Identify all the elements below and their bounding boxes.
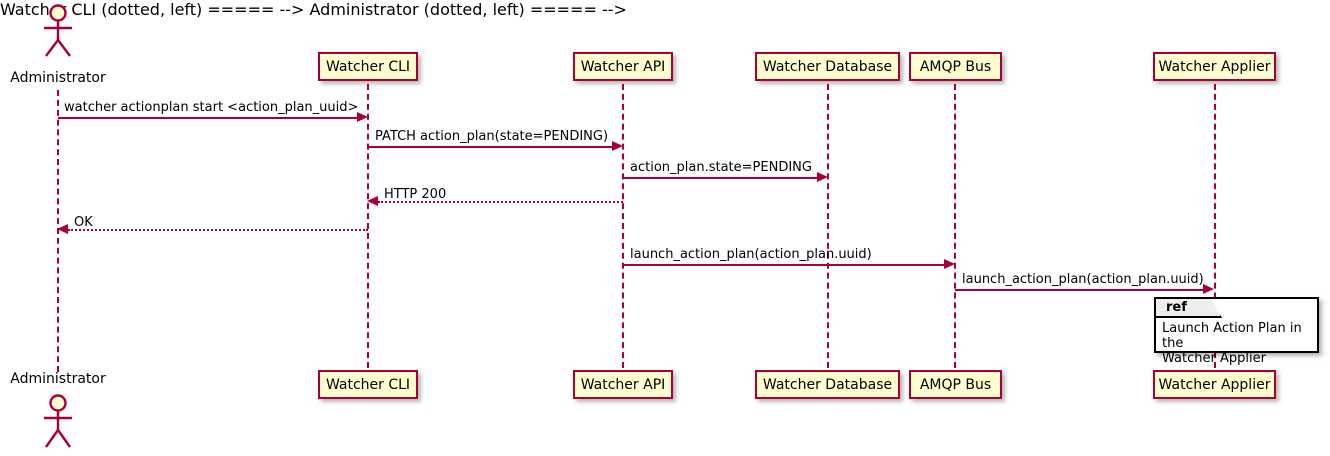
participant-box-watcher-applier-top[interactable]: Watcher Applier xyxy=(1153,52,1276,81)
message-label-1: watcher actionplan start <action_plan_uu… xyxy=(64,100,359,115)
message-label-6: launch_action_plan(action_plan.uuid) xyxy=(630,247,872,262)
lifeline-watcher-cli xyxy=(367,84,369,368)
message-line-2 xyxy=(368,146,613,148)
participant-label-watcher-database-top: Watcher Database xyxy=(762,58,893,75)
message-label-3: action_plan.state=PENDING xyxy=(630,160,812,175)
ref-fragment-text-line-2: Watcher Applier xyxy=(1162,351,1266,366)
participant-label-watcher-cli-top: Watcher CLI xyxy=(325,58,411,75)
message-arrowhead-1 xyxy=(357,112,368,122)
message-line-1 xyxy=(58,117,358,119)
ref-fragment-box[interactable]: ref Launch Action Plan in the Watcher Ap… xyxy=(1154,297,1319,366)
message-label-5: OK xyxy=(74,215,93,230)
message-arrowhead-2 xyxy=(612,141,623,151)
message-arrowhead-3 xyxy=(817,172,828,182)
participant-label-watcher-applier-top: Watcher Applier xyxy=(1158,58,1271,75)
participant-label-amqp-bus-top: AMQP Bus xyxy=(919,58,992,75)
ref-fragment-text-line-1: Launch Action Plan in the xyxy=(1162,321,1302,351)
message-label-4: HTTP 200 xyxy=(384,187,447,202)
actor-stick-figure-icon xyxy=(44,4,72,57)
participant-box-watcher-database-top[interactable]: Watcher Database xyxy=(755,52,900,81)
actor-stick-figure-icon xyxy=(44,394,72,448)
actor-administrator-top xyxy=(34,4,82,58)
participant-box-watcher-api-bottom[interactable]: Watcher API xyxy=(573,370,673,399)
ref-fragment-tab: ref xyxy=(1156,299,1222,318)
participant-label-watcher-applier-bottom: Watcher Applier xyxy=(1158,376,1271,393)
participant-box-amqp-bus-bottom[interactable]: AMQP Bus xyxy=(909,370,1002,399)
actor-administrator-bottom xyxy=(34,394,82,450)
message-arrowhead-6 xyxy=(944,259,955,269)
message-arrowhead-5 xyxy=(57,224,68,234)
participant-label-watcher-cli-bottom: Watcher CLI xyxy=(325,376,411,393)
participant-label-watcher-database-bottom: Watcher Database xyxy=(762,376,893,393)
message-line-5 xyxy=(68,229,368,231)
participant-box-watcher-api-top[interactable]: Watcher API xyxy=(573,52,673,81)
message-arrowhead-4 xyxy=(367,196,378,206)
ref-fragment-text: Launch Action Plan in the Watcher Applie… xyxy=(1162,321,1313,366)
message-arrowhead-7 xyxy=(1203,284,1214,294)
message-label-7: launch_action_plan(action_plan.uuid) xyxy=(962,272,1204,287)
ref-fragment-tab-label: ref xyxy=(1166,300,1187,315)
lifeline-amqp-bus xyxy=(954,84,956,368)
message-label-2: PATCH action_plan(state=PENDING) xyxy=(375,129,609,144)
participant-label-amqp-bus-bottom: AMQP Bus xyxy=(919,376,992,393)
participant-label-watcher-api-bottom: Watcher API xyxy=(580,376,666,393)
message-line-6 xyxy=(623,264,945,266)
actor-label-administrator-bottom: Administrator xyxy=(10,371,106,387)
participant-box-watcher-database-bottom[interactable]: Watcher Database xyxy=(755,370,900,399)
participant-box-amqp-bus-top[interactable]: AMQP Bus xyxy=(909,52,1002,81)
message-line-3 xyxy=(623,177,818,179)
message-line-7 xyxy=(955,289,1204,291)
participant-box-watcher-cli-bottom[interactable]: Watcher CLI xyxy=(318,370,418,399)
lifeline-watcher-applier xyxy=(1214,84,1216,368)
lifeline-watcher-database xyxy=(827,84,829,368)
actor-label-administrator-top: Administrator xyxy=(10,70,106,86)
participant-box-watcher-cli-top[interactable]: Watcher CLI xyxy=(318,52,418,81)
message-line-4 xyxy=(378,201,623,203)
lifeline-watcher-api xyxy=(622,84,624,368)
participant-label-watcher-api-top: Watcher API xyxy=(580,58,666,75)
participant-box-watcher-applier-bottom[interactable]: Watcher Applier xyxy=(1153,370,1276,399)
